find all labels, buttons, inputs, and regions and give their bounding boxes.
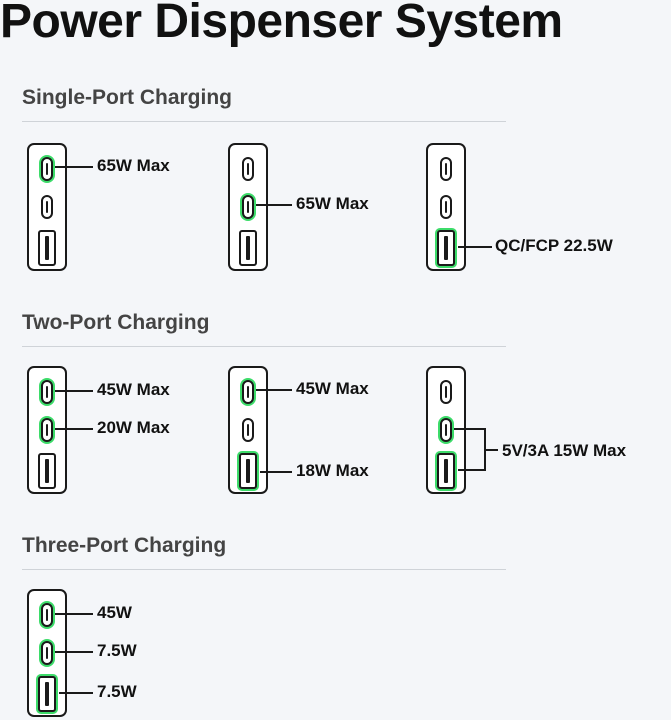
port-label: 65W Max bbox=[296, 194, 369, 213]
connector-line bbox=[55, 390, 93, 392]
usb-c-port-1 bbox=[41, 603, 53, 627]
usb-c-port-2 bbox=[41, 418, 53, 442]
usb-a-port bbox=[38, 676, 56, 712]
usb-a-port bbox=[239, 453, 257, 489]
usb-c-port-2 bbox=[41, 641, 53, 665]
port-label: 7.5W bbox=[97, 682, 137, 701]
page-title: Power Dispenser System bbox=[0, 0, 563, 48]
usb-a-port bbox=[38, 230, 56, 266]
usb-c-port-2 bbox=[440, 418, 452, 442]
charger-diagram bbox=[228, 143, 268, 271]
usb-c-port-1 bbox=[440, 380, 452, 404]
charger-diagram bbox=[426, 366, 466, 494]
section-heading-two-port: Two-Port Charging bbox=[22, 311, 210, 334]
bracket-line bbox=[458, 469, 486, 471]
connector-line bbox=[260, 471, 292, 473]
charger-diagram bbox=[27, 143, 67, 271]
divider bbox=[22, 121, 506, 122]
usb-c-port-1 bbox=[242, 157, 254, 181]
usb-c-port-1 bbox=[41, 380, 53, 404]
charger-diagram bbox=[426, 143, 466, 271]
connector-line bbox=[55, 428, 93, 430]
usb-a-port bbox=[437, 230, 455, 266]
charger-diagram bbox=[27, 589, 67, 717]
usb-c-port-2 bbox=[440, 195, 452, 219]
usb-a-port bbox=[38, 453, 56, 489]
connector-line bbox=[458, 246, 492, 248]
connector-line bbox=[256, 389, 292, 391]
section-heading-three-port: Three-Port Charging bbox=[22, 534, 227, 557]
port-label: 45W Max bbox=[296, 379, 369, 398]
port-label: 65W Max bbox=[97, 156, 170, 175]
usb-c-port-1 bbox=[242, 380, 254, 404]
usb-c-port-2 bbox=[242, 195, 254, 219]
usb-c-port-1 bbox=[440, 157, 452, 181]
usb-a-port bbox=[239, 230, 257, 266]
usb-c-port-2 bbox=[242, 418, 254, 442]
bracket-line bbox=[484, 449, 498, 451]
usb-c-port-2 bbox=[41, 195, 53, 219]
connector-line bbox=[256, 204, 292, 206]
port-label: 20W Max bbox=[97, 418, 170, 437]
port-label: 5V/3A 15W Max bbox=[502, 441, 627, 460]
connector-line bbox=[55, 651, 93, 653]
usb-a-port bbox=[437, 453, 455, 489]
connector-line bbox=[55, 166, 93, 168]
connector-line bbox=[59, 692, 93, 694]
charger-diagram bbox=[27, 366, 67, 494]
port-label: 18W Max bbox=[296, 461, 369, 480]
charger-diagram bbox=[228, 366, 268, 494]
section-heading-single-port: Single-Port Charging bbox=[22, 86, 232, 109]
usb-c-port-1 bbox=[41, 157, 53, 181]
port-label: QC/FCP 22.5W bbox=[495, 236, 613, 255]
divider bbox=[22, 346, 506, 347]
port-label: 7.5W bbox=[97, 641, 137, 660]
port-label: 45W bbox=[97, 603, 132, 622]
connector-line bbox=[55, 613, 93, 615]
bracket-line bbox=[454, 428, 486, 430]
divider bbox=[22, 569, 506, 570]
port-label: 45W Max bbox=[97, 380, 170, 399]
